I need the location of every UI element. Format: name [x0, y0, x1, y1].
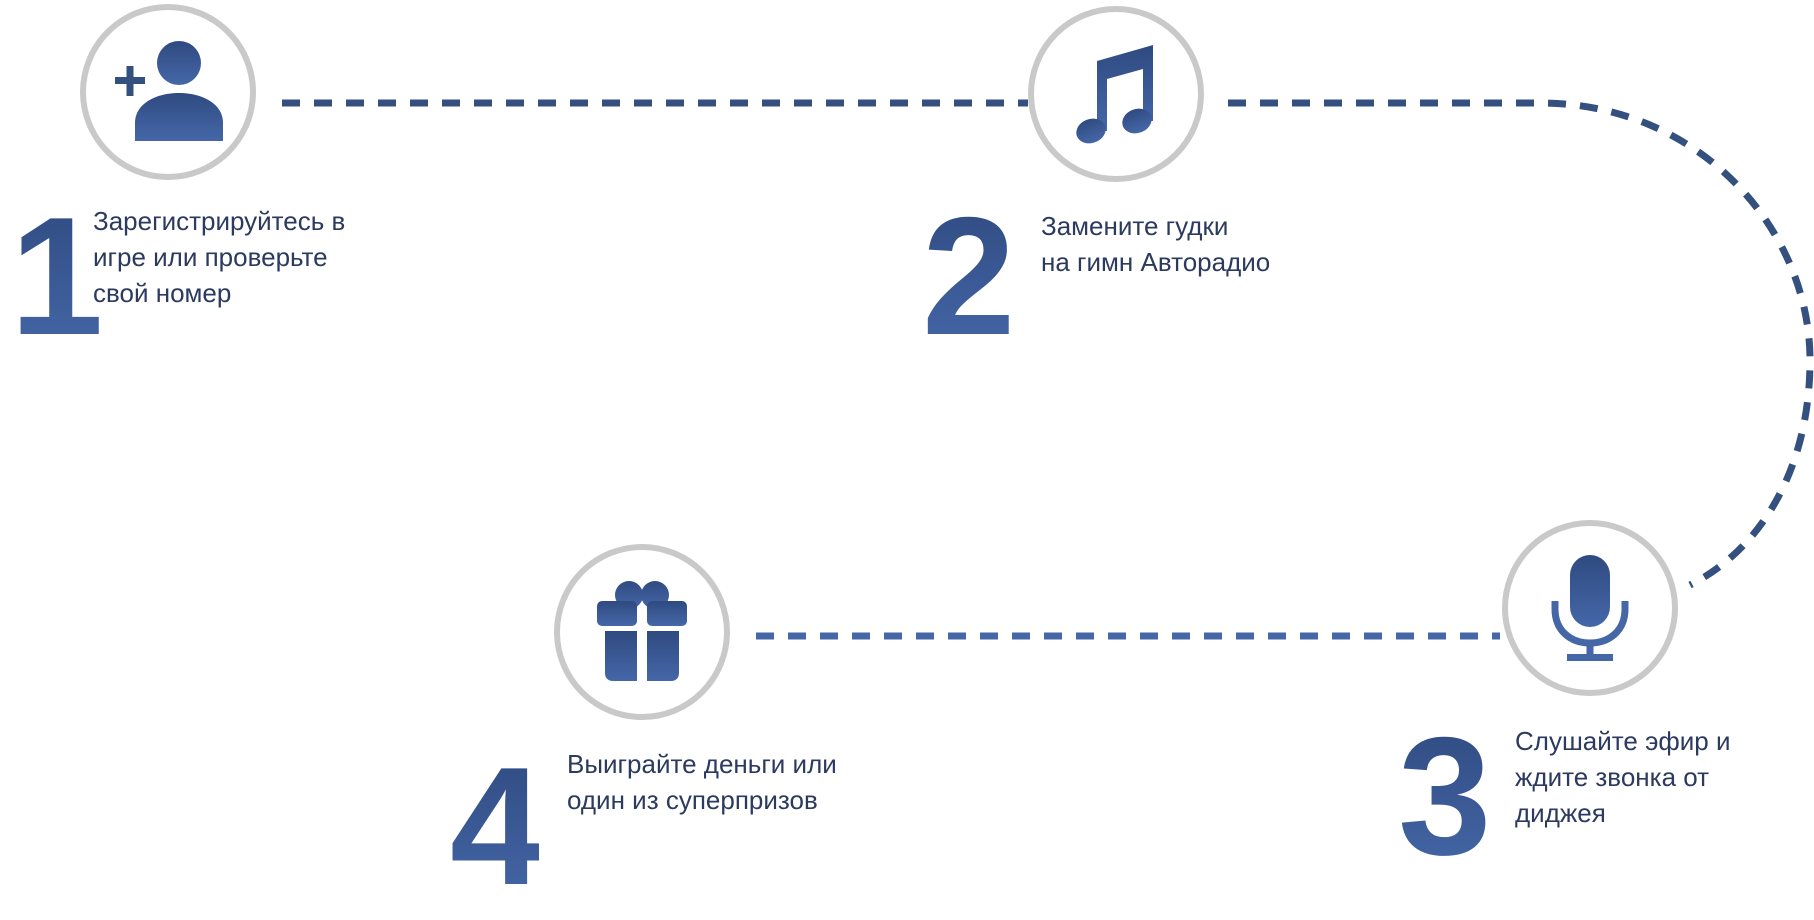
step-4-number: 4: [450, 732, 543, 920]
add-user-icon: [115, 41, 223, 141]
connector-2-3: [1228, 99, 1814, 589]
microphone-icon: [1551, 555, 1629, 661]
step-1-icon-circle: [80, 4, 256, 180]
step-4-text: Выиграйте деньги или один из суперпризов: [567, 749, 837, 815]
music-note-icon: [1076, 45, 1153, 144]
step-2-number: 2: [922, 182, 1015, 370]
step-1-number: 1: [10, 182, 103, 370]
step-4-icon-circle: [554, 544, 730, 720]
gift-icon: [597, 581, 687, 681]
step-3-text: Слушайте эфир и ждите звонка от диджея: [1515, 726, 1731, 828]
step-2-text: Замените гудки на гимн Авторадио: [1041, 211, 1271, 277]
step-3-icon-circle: [1502, 520, 1678, 696]
step-1-text: Зарегистрируйтесь в игре или проверьте с…: [93, 206, 346, 308]
step-2-icon-circle: [1028, 6, 1204, 182]
step-3-number: 3: [1398, 702, 1491, 890]
